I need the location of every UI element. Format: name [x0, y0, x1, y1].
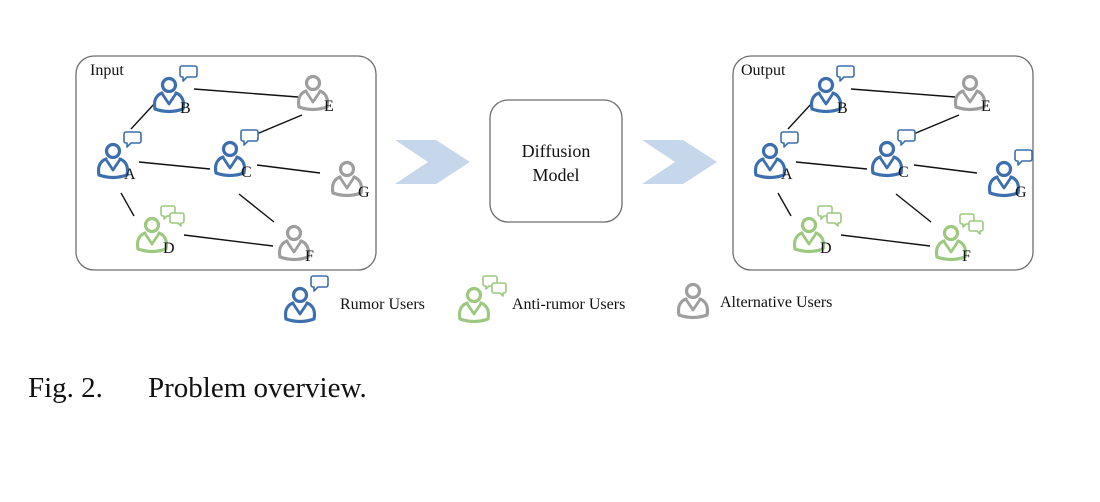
- output-edge-c-g: [913, 164, 978, 174]
- diffusion-model-box: [489, 99, 623, 223]
- output-node-label-f: F: [962, 248, 971, 265]
- input-edge-a-d: [120, 192, 135, 217]
- output-node-c: C: [870, 129, 916, 181]
- speech-bubble-icon: [780, 131, 799, 148]
- arrow-to-output: [642, 140, 717, 184]
- input-node-label-b: B: [180, 100, 191, 117]
- alt-user-icon: [953, 74, 987, 112]
- output-node-label-c: C: [898, 164, 909, 181]
- input-node-label-c: C: [241, 164, 252, 181]
- anti-user-icon: [135, 216, 169, 254]
- input-node-d: D: [135, 205, 185, 257]
- rumor-user-icon: [870, 140, 904, 178]
- output-node-a: A: [753, 131, 799, 183]
- problem-overview-figure: Input A B C D E F G Diffusion Model Output A B C…: [75, 55, 1034, 324]
- speech-bubble-icon: [897, 129, 916, 146]
- arrow-to-model: [395, 140, 470, 184]
- legend: [283, 275, 710, 324]
- output-node-label-b: B: [837, 100, 848, 117]
- input-nodes: A B C D E F G: [96, 65, 370, 265]
- rumor-user-icon: [809, 76, 843, 114]
- input-panel-title: Input: [90, 62, 124, 79]
- output-edge-b-e: [850, 88, 956, 98]
- input-node-label-a: A: [124, 166, 136, 183]
- rumor-user-icon: [753, 142, 787, 180]
- output-edge-d-f: [840, 234, 931, 247]
- rumor-user-icon: [96, 142, 130, 180]
- output-panel-title: Output: [741, 62, 786, 79]
- output-node-g: G: [987, 149, 1033, 201]
- double-speech-bubble-icon: [959, 213, 984, 235]
- model-label-line2: Model: [533, 165, 580, 185]
- rumor-user-icon: [152, 76, 186, 114]
- input-node-label-d: D: [163, 240, 175, 257]
- input-node-label-e: E: [324, 98, 334, 115]
- input-node-c: C: [213, 129, 259, 181]
- output-edge-c-f: [895, 193, 932, 223]
- output-nodes: A B C D E F G: [753, 65, 1033, 265]
- alt-user-icon: [676, 282, 710, 320]
- output-node-label-e: E: [981, 98, 991, 115]
- figure-caption: Fig. 2. Problem overview.: [28, 372, 367, 405]
- input-edge-d-f: [183, 234, 274, 247]
- legend-rumor-icon: [283, 275, 329, 324]
- speech-bubble-icon: [836, 65, 855, 82]
- anti-user-icon: [934, 224, 968, 262]
- legend-alt-icon: [676, 282, 710, 320]
- input-node-f: F: [277, 224, 314, 265]
- speech-bubble-icon: [179, 65, 198, 82]
- legend-anti-icon: [457, 275, 507, 324]
- rumor-user-icon: [213, 140, 247, 178]
- input-edge-a-b: [130, 102, 156, 130]
- output-edge-a-b: [787, 102, 813, 130]
- caption-number: Fig. 2.: [28, 372, 103, 404]
- input-edge-c-f: [238, 193, 275, 223]
- input-edge-a-c: [138, 161, 211, 170]
- output-node-b: B: [809, 65, 855, 117]
- alt-user-icon: [277, 224, 311, 262]
- output-node-label-d: D: [820, 240, 832, 257]
- rumor-user-icon: [987, 160, 1021, 198]
- alt-user-icon: [330, 160, 364, 198]
- output-node-label-a: A: [781, 166, 793, 183]
- speech-bubble-icon: [1014, 149, 1033, 166]
- output-node-label-g: G: [1015, 184, 1027, 201]
- double-speech-bubble-icon: [482, 275, 507, 297]
- speech-bubble-icon: [240, 129, 259, 146]
- input-node-g: G: [330, 160, 370, 201]
- input-edge-b-e: [193, 88, 299, 98]
- double-speech-bubble-icon: [160, 205, 185, 227]
- legend-alt-label: Alternative Users: [720, 294, 832, 311]
- alt-user-icon: [296, 74, 330, 112]
- input-node-label-g: G: [358, 184, 370, 201]
- speech-bubble-icon: [310, 275, 329, 292]
- output-node-e: E: [953, 74, 991, 115]
- input-node-e: E: [296, 74, 334, 115]
- legend-anti-label: Anti-rumor Users: [512, 296, 625, 313]
- input-node-b: B: [152, 65, 198, 117]
- input-node-a: A: [96, 131, 142, 183]
- input-node-label-f: F: [305, 248, 314, 265]
- output-edge-a-d: [777, 192, 792, 217]
- caption-text: Problem overview.: [148, 372, 367, 404]
- output-edge-a-c: [795, 161, 868, 170]
- output-node-f: F: [934, 213, 984, 265]
- double-speech-bubble-icon: [817, 205, 842, 227]
- speech-bubble-icon: [123, 131, 142, 148]
- rumor-user-icon: [283, 286, 317, 324]
- anti-user-icon: [792, 216, 826, 254]
- output-node-d: D: [792, 205, 842, 257]
- model-label-line1: Diffusion: [522, 141, 591, 161]
- anti-user-icon: [457, 286, 491, 324]
- legend-rumor-label: Rumor Users: [340, 296, 425, 313]
- input-edge-c-g: [256, 164, 321, 174]
